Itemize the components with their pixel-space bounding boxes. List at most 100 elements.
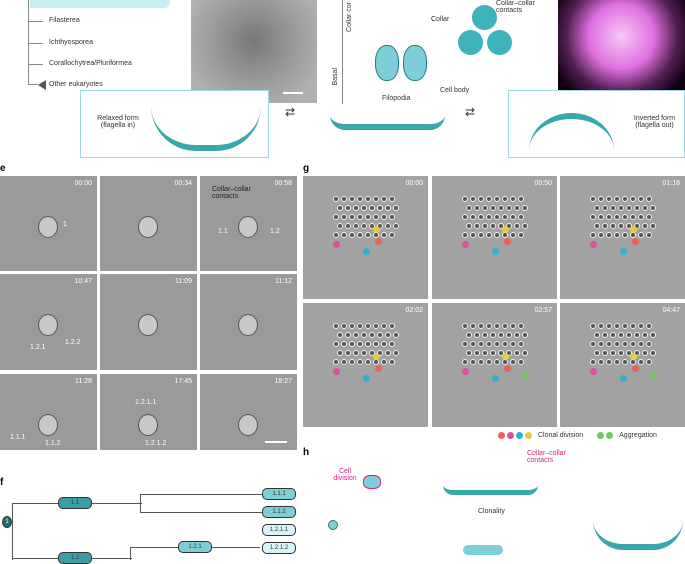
cell — [341, 323, 347, 329]
cell — [606, 232, 612, 238]
cell — [494, 323, 500, 329]
cell — [389, 232, 395, 238]
cell-annotation: 1 — [63, 221, 67, 228]
cell — [478, 359, 484, 365]
marked-cell — [522, 371, 529, 378]
cell — [590, 323, 596, 329]
cell — [614, 214, 620, 220]
cell-annotation: 1.2.1 — [30, 344, 46, 351]
cell — [478, 341, 484, 347]
axis-label: Basal — [332, 68, 339, 86]
cell — [474, 332, 480, 338]
cell — [630, 323, 636, 329]
cell — [474, 350, 480, 356]
cell — [466, 223, 472, 229]
cell — [502, 341, 508, 347]
cell — [638, 341, 644, 347]
cell — [622, 341, 628, 347]
cell-blob — [138, 216, 158, 238]
cell — [518, 341, 524, 347]
cell-body-label: Cell body — [440, 87, 470, 94]
cell — [369, 205, 375, 211]
marked-cell — [373, 226, 380, 233]
cell — [642, 223, 648, 229]
cell — [614, 359, 620, 365]
cell — [470, 232, 476, 238]
marked-cell — [630, 353, 637, 360]
lineage-node: 1.1.1 — [262, 488, 296, 500]
cell — [482, 350, 488, 356]
cell — [462, 341, 468, 347]
cell — [486, 323, 492, 329]
inverted-form-box: Inverted form (flagella out) — [508, 90, 685, 158]
cell — [381, 359, 387, 365]
cell-annotation: 1.2.1.2 — [145, 440, 167, 447]
marked-cell — [620, 248, 627, 255]
timestamp: 02:57 — [534, 307, 552, 314]
lineage-node-root: 1 — [2, 516, 12, 528]
marked-cell — [620, 375, 627, 382]
cell — [630, 341, 636, 347]
cell — [606, 196, 612, 202]
life-cycle-diagram: Cell division Collar–collar contacts Clo… — [303, 450, 685, 560]
marked-cell — [590, 368, 597, 375]
cell — [389, 359, 395, 365]
cell — [514, 205, 520, 211]
filopodia-label: Filopodia — [382, 95, 411, 102]
cell — [377, 205, 383, 211]
cell — [385, 223, 391, 229]
cell — [494, 232, 500, 238]
lineage-node: 1.1.2 — [262, 506, 296, 518]
cell — [646, 359, 652, 365]
cell — [478, 196, 484, 202]
cell — [498, 205, 504, 211]
timestamp: 01:18 — [662, 180, 680, 187]
cell — [626, 205, 632, 211]
cell — [341, 214, 347, 220]
timestamp: 00:58 — [274, 180, 292, 187]
cell — [606, 341, 612, 347]
timestamp: 11:28 — [75, 378, 92, 385]
cell — [373, 196, 379, 202]
cell — [522, 205, 528, 211]
taxon-label: Ichthyosporea — [49, 39, 93, 46]
panel-label: h — [303, 447, 310, 458]
marked-cell — [650, 371, 657, 378]
marked-cell — [632, 238, 639, 245]
cell — [638, 214, 644, 220]
lineage-tree: 1 1.1 1.2 1.1.1 1.1.2 1.2.1 1.2.1.1 1.2.… — [0, 488, 300, 564]
cell — [486, 232, 492, 238]
cell — [381, 232, 387, 238]
cell — [606, 214, 612, 220]
cell — [341, 232, 347, 238]
cell — [638, 196, 644, 202]
cell — [622, 214, 628, 220]
marked-cell — [502, 353, 509, 360]
cell — [514, 332, 520, 338]
cell — [590, 196, 596, 202]
axis-label: Collar cor — [346, 2, 353, 32]
cell — [341, 196, 347, 202]
cell-diagram: Collar cor Basal Collar Collar–collar co… — [330, 0, 535, 110]
timestamp: 00:00 — [405, 180, 423, 187]
cell — [462, 323, 468, 329]
cell — [602, 205, 608, 211]
cell-blob — [238, 314, 258, 336]
clonality-label: Clonality — [478, 508, 505, 515]
cell — [638, 323, 644, 329]
collar-label: Collar — [431, 16, 450, 23]
timelapse-frame: 00:50 — [432, 176, 557, 299]
cell — [361, 332, 367, 338]
cell — [357, 196, 363, 202]
cell — [462, 359, 468, 365]
cell — [598, 214, 604, 220]
marked-cell — [333, 241, 340, 248]
cell — [650, 332, 656, 338]
timestamp: 17:45 — [174, 378, 192, 385]
cell — [610, 332, 616, 338]
cell — [490, 205, 496, 211]
cell-division-label: Cell division — [333, 468, 357, 482]
cell — [377, 332, 383, 338]
